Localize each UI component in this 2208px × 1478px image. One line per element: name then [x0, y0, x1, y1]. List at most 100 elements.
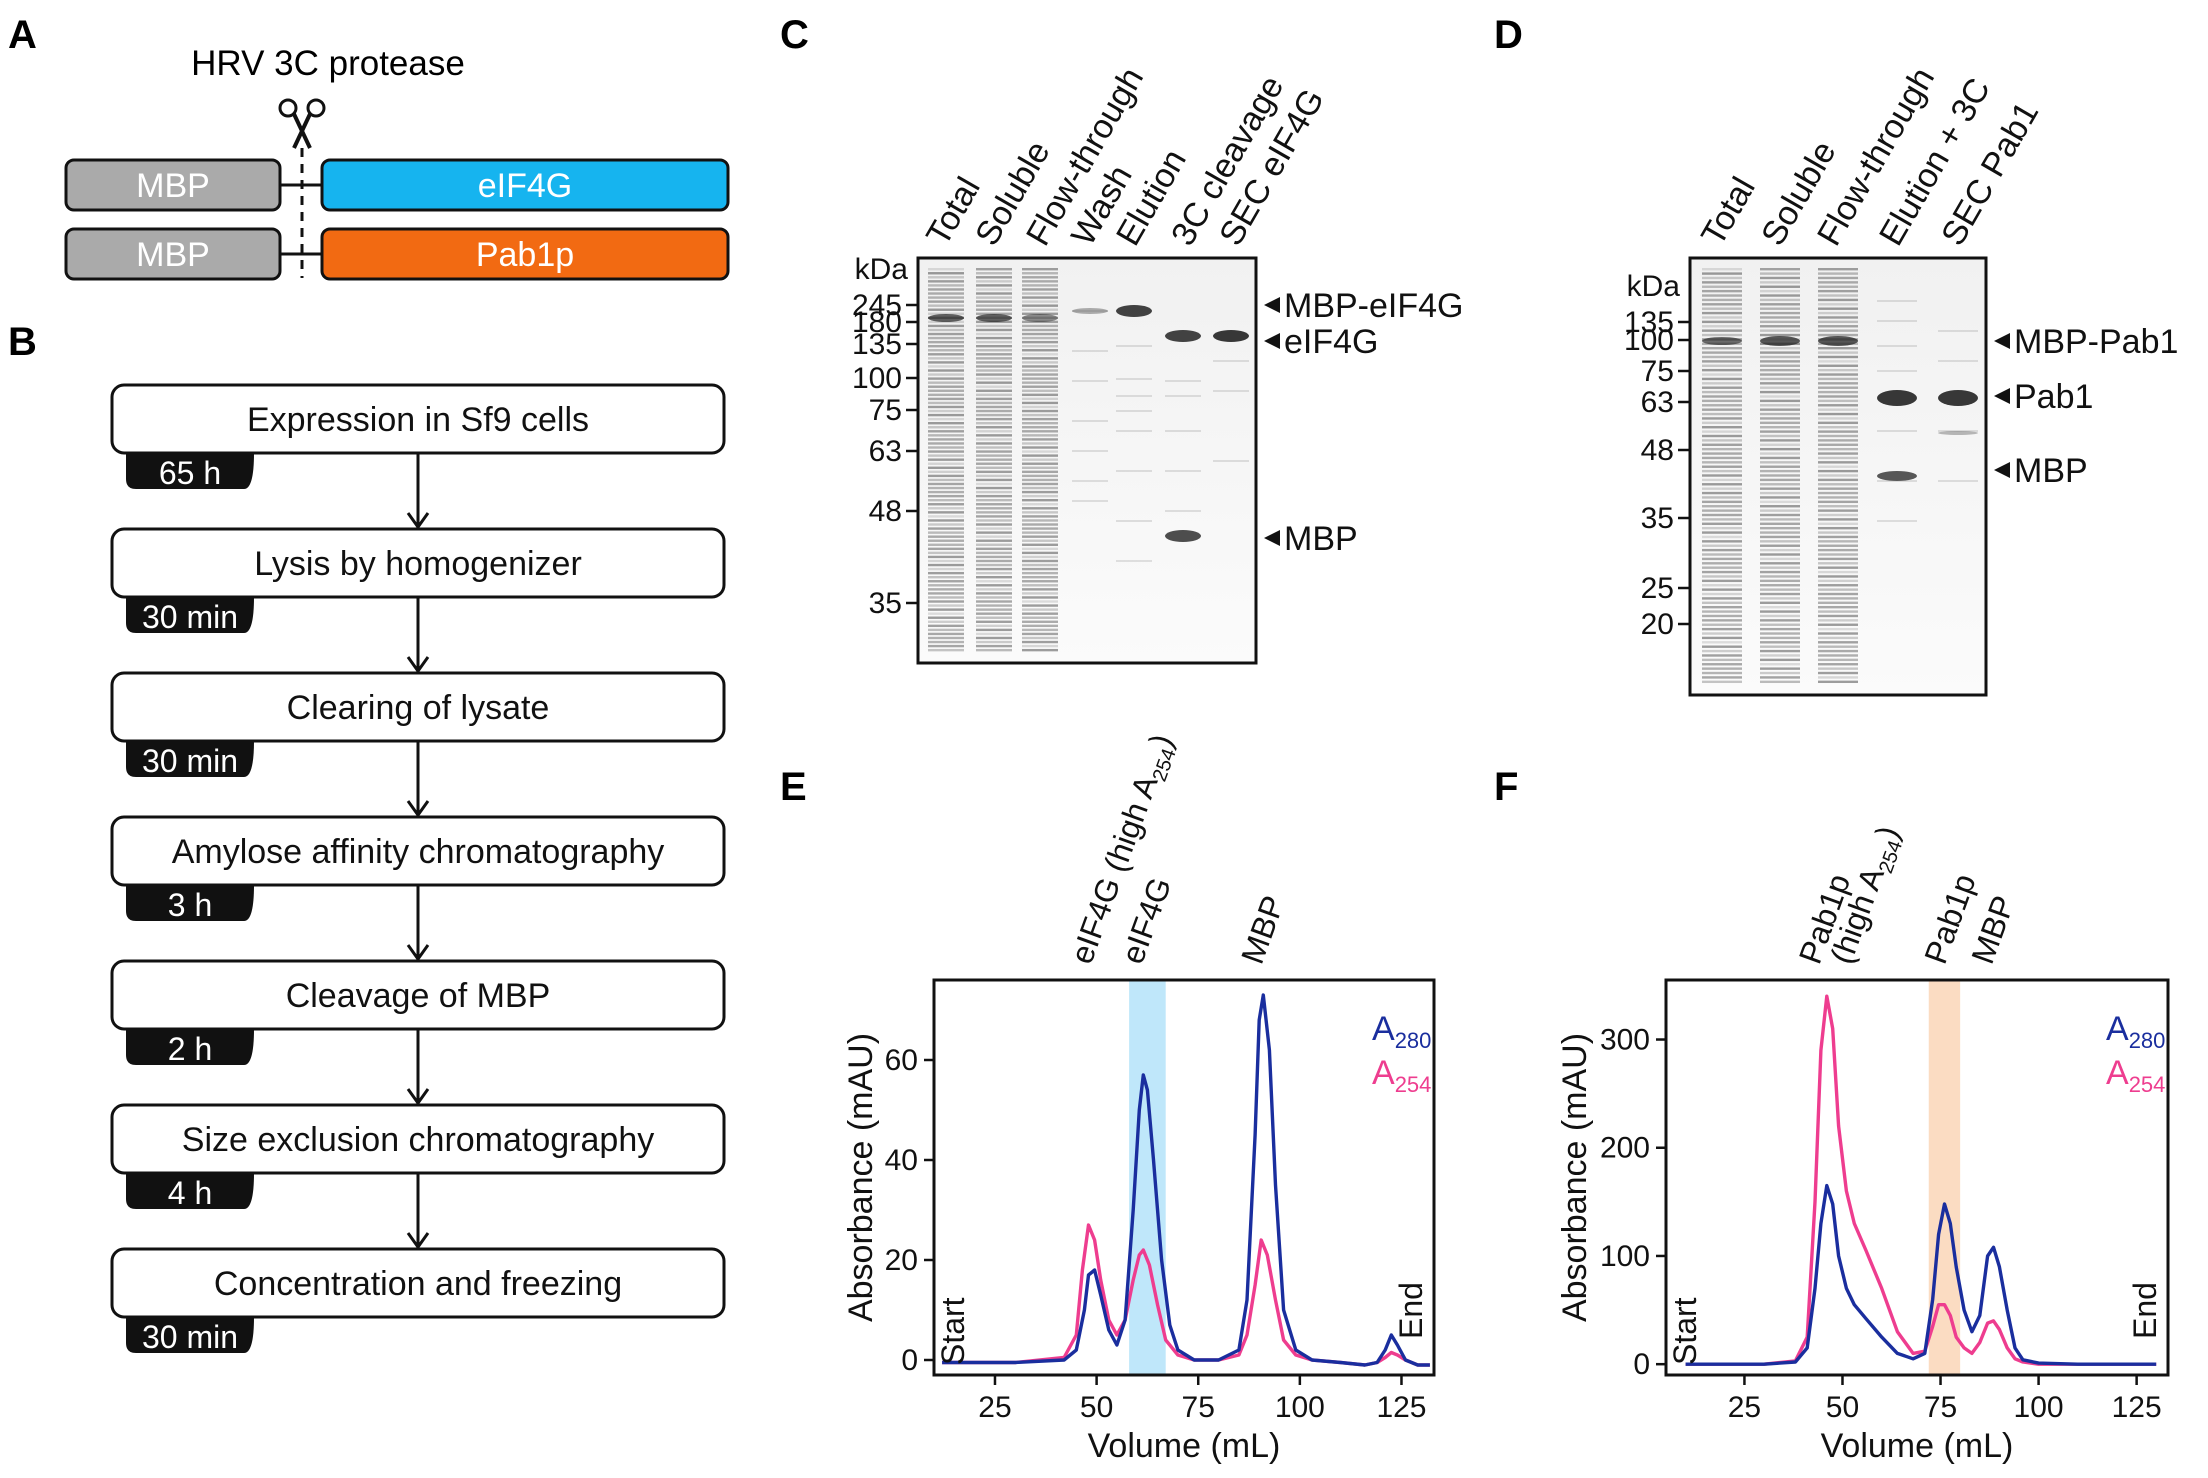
gel-band [928, 571, 964, 575]
end-label: End [2127, 1282, 2163, 1339]
gel-band [976, 288, 1012, 291]
gel-band [1702, 570, 1742, 574]
gel-band [1818, 421, 1858, 425]
gel-band [1818, 570, 1858, 574]
gel-band [1818, 597, 1858, 600]
gel-band [976, 608, 1012, 611]
gel-band [1702, 526, 1742, 530]
gel-band [1760, 307, 1800, 310]
gel-band [1022, 604, 1058, 607]
gel-band [1818, 298, 1858, 302]
gel-band [976, 624, 1012, 628]
gel-band [1116, 395, 1152, 397]
gel-band [1702, 399, 1742, 403]
gel-band [1760, 557, 1800, 561]
gel-band [928, 486, 964, 490]
gel-band [1760, 641, 1800, 644]
gel-band [928, 353, 964, 356]
gel-band [976, 446, 1012, 449]
gel-band [976, 482, 1012, 486]
gel-band [1818, 316, 1858, 319]
duration-badge [126, 453, 254, 489]
gel-band [1818, 654, 1858, 657]
gel-band [1818, 663, 1858, 666]
gel-band [1116, 305, 1152, 317]
gel-band [928, 314, 964, 322]
gel-band [1702, 632, 1742, 635]
gel-band [1702, 377, 1742, 381]
gel-band [1702, 566, 1742, 569]
gel-band [976, 336, 1012, 340]
gel-band [1760, 426, 1800, 429]
gel-band [1022, 644, 1058, 648]
gel-band [1022, 478, 1058, 482]
gel-band [1818, 333, 1858, 337]
gel-band [976, 349, 1012, 352]
gel-band [1818, 509, 1858, 512]
gel-band [1760, 663, 1800, 666]
gel-band [976, 365, 1012, 368]
gel-band [1022, 417, 1058, 421]
gel-band [976, 584, 1012, 587]
eif4g-domain-box [320, 158, 730, 212]
gel-band [928, 385, 964, 388]
gel-band [1165, 395, 1201, 397]
gel-band [1022, 620, 1058, 623]
gel-band [1760, 531, 1800, 534]
gel-band [1760, 412, 1800, 416]
gel-band [928, 308, 964, 311]
gel-band [928, 292, 964, 295]
gel-band [1702, 557, 1742, 561]
gel-band [976, 470, 1012, 474]
gel-band [928, 336, 964, 340]
gel-band [1022, 563, 1058, 567]
gel-band [976, 434, 1012, 437]
gel-band [1760, 311, 1800, 315]
gel-band [1938, 330, 1978, 332]
gel-band [1022, 539, 1058, 542]
marker-label: 63 [1641, 386, 1674, 419]
gel-band [1022, 409, 1058, 413]
gel-band [1116, 378, 1152, 380]
gel-band [928, 580, 964, 583]
x-axis-title: Volume (mL) [1088, 1427, 1281, 1465]
panel-letter-e: E [780, 765, 807, 809]
gel-band [976, 490, 1012, 494]
gel-band [1022, 336, 1058, 340]
gel-band [976, 486, 1012, 490]
gel-band [1165, 430, 1201, 432]
marker-label: 25 [1641, 572, 1674, 605]
gel-band [1022, 373, 1058, 376]
start-label: Start [935, 1297, 971, 1365]
gel-band [928, 357, 964, 360]
gel-band [928, 543, 964, 546]
band-pointer-icon [1994, 388, 2010, 404]
gel-band [1818, 289, 1858, 293]
gel-frame [1688, 256, 1988, 697]
gel-band [1072, 450, 1108, 452]
gel-band [976, 308, 1012, 311]
gel-band [1760, 439, 1800, 442]
gel-band [1022, 422, 1058, 425]
end-label: End [1393, 1282, 1429, 1339]
marker-label: 35 [1641, 502, 1674, 535]
gel-band [1022, 353, 1058, 356]
gel-band [1760, 347, 1800, 350]
gel-band [928, 332, 964, 336]
y-tick-label: 60 [885, 1044, 918, 1077]
x-tick-label: 50 [1826, 1391, 1859, 1424]
gel-band [1702, 522, 1742, 525]
gel-band [1818, 505, 1858, 508]
gel-band [1022, 340, 1058, 344]
gel-band [928, 349, 964, 352]
gel-band [1213, 330, 1249, 342]
gel-band [1022, 405, 1058, 409]
gel-band [1165, 470, 1201, 472]
gel-band [1702, 456, 1742, 460]
gel-band [1760, 268, 1800, 271]
band-pointer-icon [1264, 333, 1280, 349]
gel-band [1760, 360, 1800, 363]
gel-band [1760, 627, 1800, 631]
